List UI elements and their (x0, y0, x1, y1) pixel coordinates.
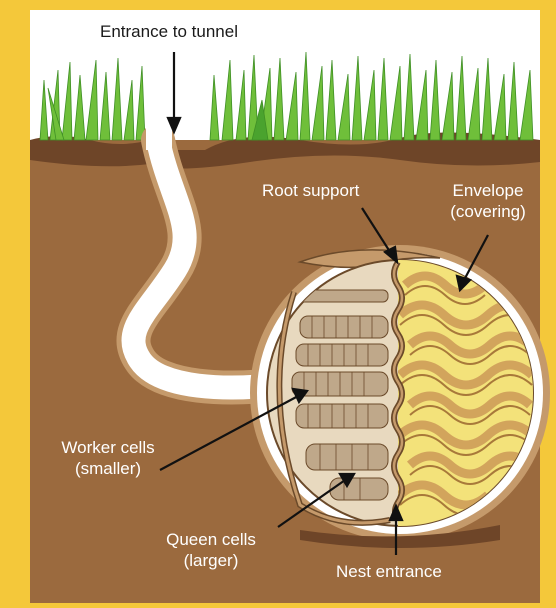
label-worker-cells-line1: Worker cells (52, 437, 164, 458)
label-nest-entrance: Nest entrance (336, 561, 442, 582)
label-envelope: Envelope (covering) (440, 180, 536, 222)
label-envelope-line1: Envelope (440, 180, 536, 201)
label-worker-cells-line2: (smaller) (52, 458, 164, 479)
label-root-support: Root support (262, 180, 359, 201)
label-envelope-line2: (covering) (440, 201, 536, 222)
label-entrance-to-tunnel: Entrance to tunnel (100, 21, 238, 42)
label-queen-cells: Queen cells (larger) (152, 529, 270, 571)
label-queen-cells-line1: Queen cells (152, 529, 270, 550)
tunnel-mouth (146, 120, 172, 150)
label-worker-cells: Worker cells (smaller) (52, 437, 164, 479)
label-queen-cells-line2: (larger) (152, 550, 270, 571)
